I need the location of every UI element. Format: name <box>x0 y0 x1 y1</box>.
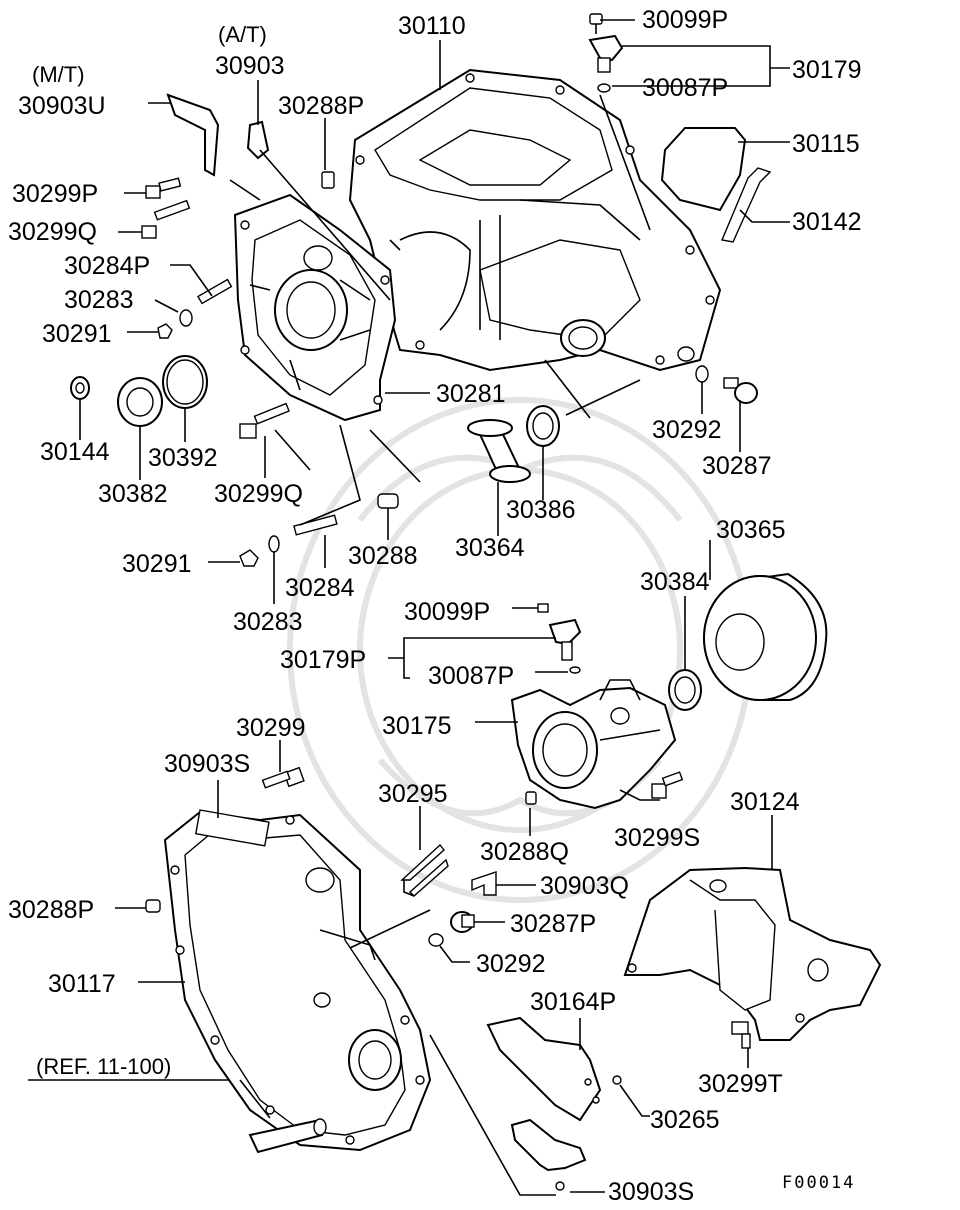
label-30299Q-mid: 30299Q <box>214 480 303 508</box>
label-30382: 30382 <box>98 480 168 508</box>
top-small-parts <box>141 13 772 339</box>
label-30903Q: 30903Q <box>540 872 629 900</box>
reference-note: (REF. 11-100) <box>36 1054 171 1079</box>
seals-center <box>467 365 758 483</box>
label-30288-mid: 30288 <box>348 542 418 570</box>
label-30179: 30179 <box>792 56 862 84</box>
label-30292-top: 30292 <box>652 416 722 444</box>
lower-right-brackets <box>486 1016 622 1191</box>
transaxle-case <box>348 68 722 372</box>
label-30386: 30386 <box>506 496 576 524</box>
label-30292-low: 30292 <box>476 950 546 978</box>
label-30903S-top: 30903S <box>164 750 250 778</box>
label-mt-variant: (M/T) <box>32 62 85 87</box>
label-30284P: 30284P <box>64 252 150 280</box>
label-30295: 30295 <box>378 780 448 808</box>
label-30365: 30365 <box>716 516 786 544</box>
label-30287P: 30287P <box>510 910 596 938</box>
label-30288Q: 30288Q <box>480 838 569 866</box>
label-30291-mid: 30291 <box>122 550 192 578</box>
drawing-code: F00014 <box>782 1173 855 1193</box>
label-30099P: 30099P <box>642 6 728 34</box>
label-30392: 30392 <box>148 444 218 472</box>
label-30384: 30384 <box>640 568 710 596</box>
label-30903U: 30903U <box>18 92 106 120</box>
label-30903S-low: 30903S <box>608 1178 694 1206</box>
label-30364: 30364 <box>455 534 525 562</box>
label-at-variant: (A/T) <box>218 22 267 47</box>
leader-lines <box>28 19 790 1196</box>
label-30299P: 30299P <box>12 180 98 208</box>
label-30142: 30142 <box>792 208 862 236</box>
label-30117: 30117 <box>48 970 116 998</box>
label-30299T: 30299T <box>698 1070 783 1098</box>
label-30284: 30284 <box>285 574 355 602</box>
label-30087P-mid: 30087P <box>428 662 514 690</box>
label-30179P: 30179P <box>280 646 366 674</box>
label-30291-top: 30291 <box>42 320 112 348</box>
label-30288P-top: 30288P <box>278 92 364 120</box>
label-30087P: 30087P <box>642 74 728 102</box>
label-30175: 30175 <box>382 712 452 740</box>
label-30265: 30265 <box>650 1106 720 1134</box>
part-labels: 30110 30099P 30179 30087P 30115 30142 (A… <box>8 6 862 1206</box>
extension-housing <box>510 603 684 810</box>
label-30124: 30124 <box>730 788 800 816</box>
label-30283-top: 30283 <box>64 286 134 314</box>
bearing-and-seal <box>668 572 828 711</box>
label-30164P: 30164P <box>530 988 616 1016</box>
label-30281: 30281 <box>436 380 506 408</box>
label-30288P-low: 30288P <box>8 896 94 924</box>
label-30287: 30287 <box>702 452 772 480</box>
label-30299: 30299 <box>236 714 306 742</box>
label-30099P-mid: 30099P <box>404 598 490 626</box>
label-30903: 30903 <box>215 52 285 80</box>
label-30115: 30115 <box>792 130 860 158</box>
label-30299S: 30299S <box>614 824 700 852</box>
bell-housing-adapter <box>233 193 397 422</box>
label-30144: 30144 <box>40 438 110 466</box>
label-30283-mid: 30283 <box>233 608 303 636</box>
lower-small-parts <box>145 766 497 1154</box>
label-30299Q-top: 30299Q <box>8 218 97 246</box>
mounting-bracket <box>623 866 882 1049</box>
label-30110: 30110 <box>398 12 466 40</box>
transfer-case <box>163 809 432 1152</box>
